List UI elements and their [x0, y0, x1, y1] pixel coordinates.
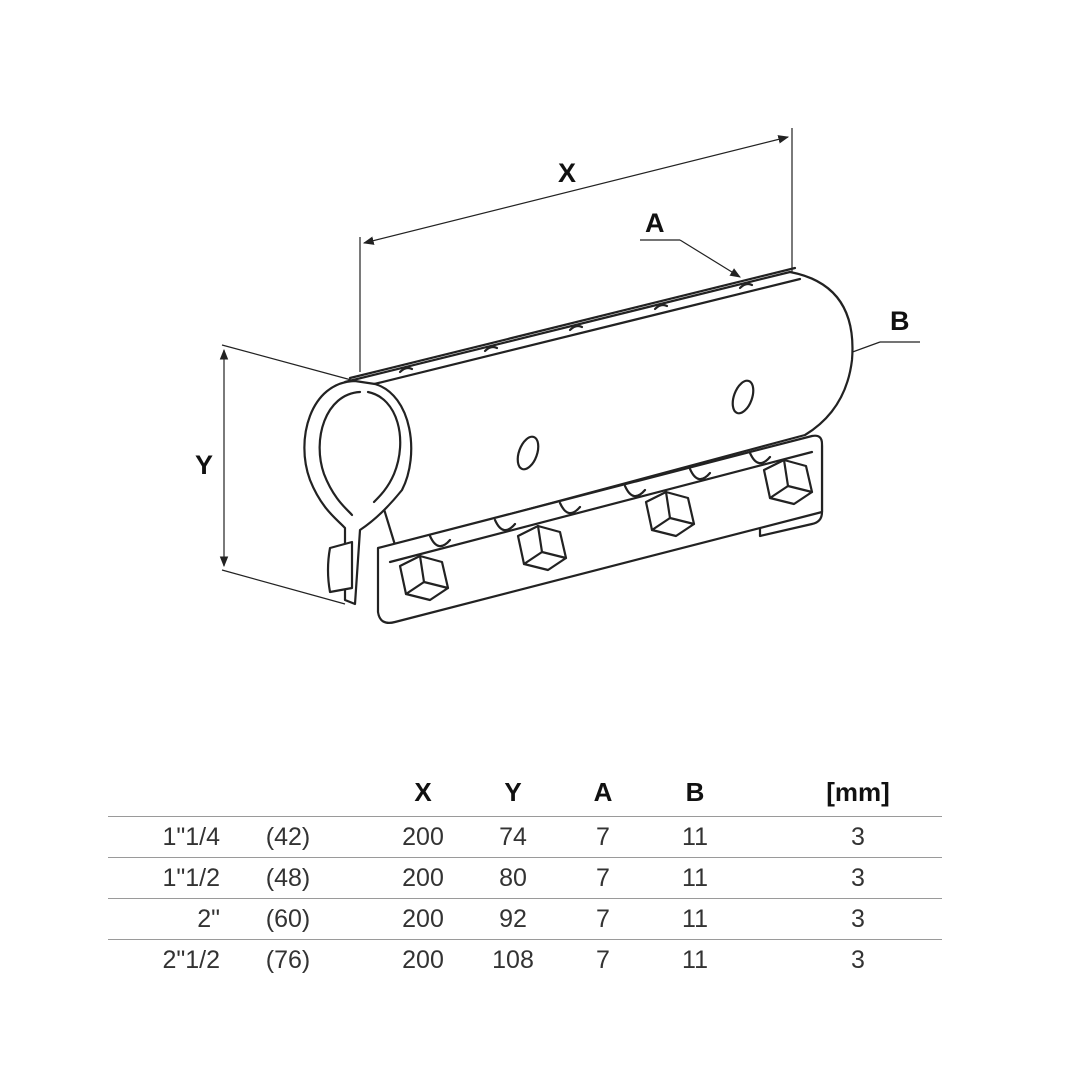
cell-x: 200	[402, 864, 444, 892]
cell-a: 7	[596, 905, 610, 933]
cell-size: 1"1/2	[162, 864, 220, 892]
cell-b: 11	[682, 905, 708, 933]
cell-od: (42)	[265, 823, 311, 851]
cell-b: 11	[682, 823, 708, 851]
cell-a: 7	[596, 864, 610, 892]
cell-a: 7	[596, 823, 610, 851]
cell-size: 2"1/2	[162, 946, 220, 974]
clamp-body	[303, 266, 854, 624]
hex-bolt-3	[644, 490, 696, 538]
cell-y: 108	[492, 946, 534, 974]
cell-x: 200	[402, 905, 444, 933]
cell-t: 3	[851, 946, 865, 974]
table-row: 1"1/4 (42) 200 74 7 11 3	[108, 817, 942, 858]
cell-x: 200	[402, 946, 444, 974]
label-b: B	[890, 306, 910, 336]
cell-od: (48)	[265, 864, 311, 892]
label-x: X	[558, 158, 576, 188]
hole-b-front	[516, 435, 540, 471]
cell-t: 3	[851, 905, 865, 933]
header-y: Y	[504, 777, 522, 807]
header-a: A	[593, 777, 613, 807]
header-x: X	[414, 777, 432, 807]
cell-b: 11	[682, 864, 708, 892]
cell-x: 200	[402, 823, 444, 851]
cell-t: 3	[851, 823, 865, 851]
cell-y: 80	[499, 864, 527, 892]
hole-b-rear	[731, 379, 755, 415]
hex-bolt-1	[398, 554, 450, 602]
clamp-drawing: X Y A B	[195, 128, 920, 624]
cell-od: (76)	[265, 946, 311, 974]
cell-a: 7	[596, 946, 610, 974]
cell-y: 74	[499, 823, 527, 851]
table-row: 2" (60) 200 92 7 11 3	[108, 899, 942, 940]
hex-bolt-2	[516, 524, 568, 572]
label-a: A	[645, 208, 665, 238]
dimension-x: X	[359, 128, 793, 372]
table-row: 1"1/2 (48) 200 80 7 11 3	[108, 858, 942, 899]
spec-table: X Y A B [mm] 1"1/4 (42) 200 74 7 11 3 1"…	[108, 768, 942, 980]
cell-y: 92	[499, 905, 527, 933]
leader-a: A	[640, 208, 741, 278]
cell-size: 1"1/4	[162, 823, 220, 851]
label-y: Y	[195, 450, 213, 480]
dimension-y: Y	[195, 344, 356, 605]
header-b: B	[685, 777, 705, 807]
cell-size: 2"	[197, 905, 220, 933]
table-row: 2"1/2 (76) 200 108 7 11 3	[108, 940, 942, 980]
cell-t: 3	[851, 864, 865, 892]
cell-b: 11	[682, 946, 708, 974]
hex-bolt-4	[762, 458, 814, 506]
table-header-row: X Y A B [mm]	[108, 768, 942, 817]
cell-od: (60)	[265, 905, 311, 933]
header-unit: [mm]	[826, 777, 890, 807]
